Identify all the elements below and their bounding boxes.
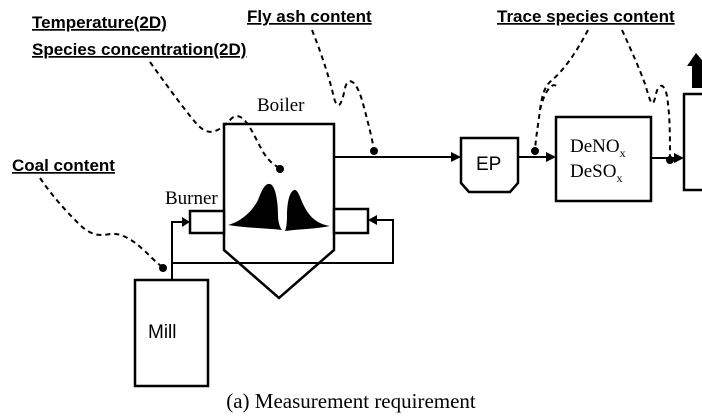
boiler-label: Boiler: [257, 95, 305, 116]
arrow-into-deno-deso: [546, 152, 556, 162]
arrow-into-stack: [674, 153, 684, 163]
left-burner: [188, 209, 226, 235]
figure-caption: (a) Measurement requirement: [226, 389, 476, 413]
trace-species-content-label: Trace species content: [497, 7, 675, 26]
trace-species-point-left: [531, 147, 539, 155]
coal-supply-to-left-burner: [171, 221, 183, 280]
species-concentration-leader: [149, 61, 281, 169]
arrow-into-left-burner: [182, 217, 190, 227]
denox-label: DeNOx: [570, 136, 626, 160]
burner-label: Burner: [165, 188, 218, 209]
deno-deso-box: [554, 115, 653, 203]
desox-label: DeSOx: [570, 161, 622, 185]
trace-species-leader-left-peak: [539, 84, 557, 111]
boiler-body: [222, 122, 336, 300]
left-flame: [228, 183, 282, 230]
species-concentration-label: Species concentration(2D): [32, 40, 246, 59]
ep-box: [459, 136, 520, 194]
fly-ash-leader: [311, 29, 375, 151]
stack-box: [682, 92, 702, 192]
temperature-label: Temperature(2D): [32, 13, 167, 32]
coal-content-label: Coal content: [12, 156, 115, 175]
trace-species-leader-left: [534, 29, 589, 151]
coal-content-leader: [39, 177, 164, 268]
mill-box: [133, 278, 210, 388]
stack-up-arrow: [687, 53, 702, 88]
arrow-into-right-burner: [368, 215, 377, 225]
coal-supply-to-right-burner: [172, 219, 394, 264]
trace-species-leader-right: [621, 29, 671, 159]
right-burner: [332, 207, 370, 235]
species-concentration-point: [276, 165, 284, 173]
fly-ash-content-label: Fly ash content: [247, 7, 372, 26]
ep-label: EP: [476, 154, 501, 175]
right-flame: [285, 189, 330, 231]
fly-ash-point: [370, 147, 378, 155]
coal-content-point: [159, 264, 167, 272]
mill-label: Mill: [148, 322, 177, 343]
arrow-into-ep: [451, 152, 461, 162]
